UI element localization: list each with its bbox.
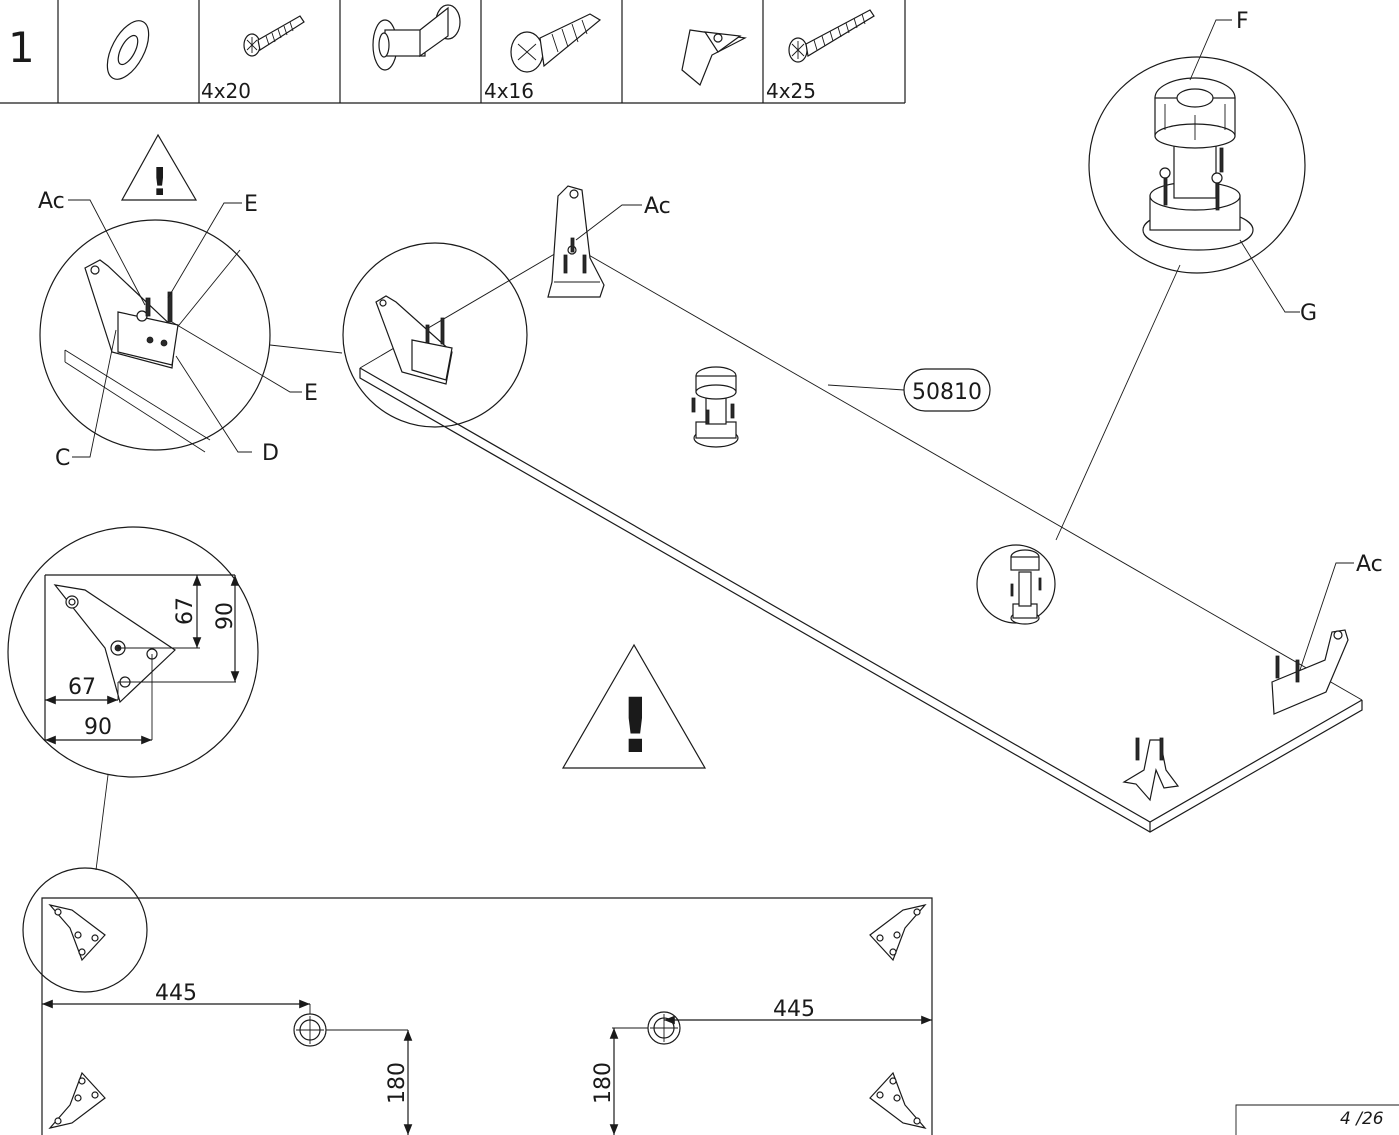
page-number: 4 /26: [1340, 1109, 1384, 1129]
part-number: 50810: [912, 380, 982, 405]
washer-icon: [106, 20, 150, 80]
dim-67-horizontal: 67: [68, 675, 96, 700]
screw-icon: [243, 15, 305, 57]
dim-180-left: 180: [385, 1062, 410, 1104]
label-ac-detail: Ac: [38, 189, 65, 214]
hardware-size-4x20: 4x20: [201, 79, 251, 103]
label-d: D: [262, 441, 279, 466]
panel: [359, 249, 1363, 833]
hardware-size-4x16: 4x16: [484, 79, 534, 103]
warning-icon-large: !: [561, 643, 707, 770]
dim-445-right: 445: [773, 997, 815, 1022]
warning-symbol: !: [151, 160, 168, 204]
warning-icon: !: [120, 133, 198, 204]
label-ac-right-leg: Ac: [1356, 552, 1383, 577]
plan-view: [22, 867, 933, 1135]
leg-right: [1271, 629, 1349, 715]
dim-445-left: 445: [155, 981, 197, 1006]
dim-90-horizontal: 90: [84, 715, 112, 740]
dim-67-vertical: 67: [173, 597, 198, 625]
detail-panel-corner: [342, 242, 528, 428]
warning-symbol-large: !: [618, 681, 653, 770]
label-ac-back-leg: Ac: [644, 194, 671, 219]
label-c: C: [55, 446, 70, 471]
plan-foot-right: [647, 1011, 681, 1045]
plan-leg-bottom-right: [869, 1071, 927, 1129]
hardware-size-4x25: 4x25: [766, 79, 816, 103]
hardware-table: 1 4x20 4x16: [0, 0, 906, 104]
step-number: 1: [8, 23, 35, 72]
callout-lines-left: [68, 199, 343, 458]
label-f: F: [1236, 9, 1249, 34]
leg-back: [547, 185, 605, 298]
detail-corner-leg: [39, 219, 271, 453]
page-indicator: 4 /26: [1235, 1104, 1399, 1135]
dim-180-right: 180: [591, 1062, 616, 1104]
label-g: G: [1300, 301, 1317, 326]
plan-foot-left: [293, 1013, 327, 1047]
screw-icon: [788, 9, 875, 63]
detail-leveling-foot: [1088, 56, 1306, 274]
leveling-foot-icon: [372, 4, 461, 71]
dim-90-vertical: 90: [213, 602, 238, 630]
plan-leg-top-right: [869, 904, 927, 962]
leveling-foot-center: [691, 366, 739, 448]
leg-front: [1122, 737, 1180, 802]
part-number-badge: 50810: [903, 368, 991, 412]
plan-leg-top-left: [48, 904, 106, 962]
plan-leg-bottom-left: [48, 1071, 106, 1129]
screw-icon: [510, 13, 602, 73]
detail-leveling-small: [976, 544, 1056, 625]
detail-leg-dimensions: [7, 526, 259, 778]
label-e-bottom: E: [304, 381, 318, 406]
label-e-top: E: [244, 192, 258, 217]
corner-leg-icon: [681, 29, 747, 86]
